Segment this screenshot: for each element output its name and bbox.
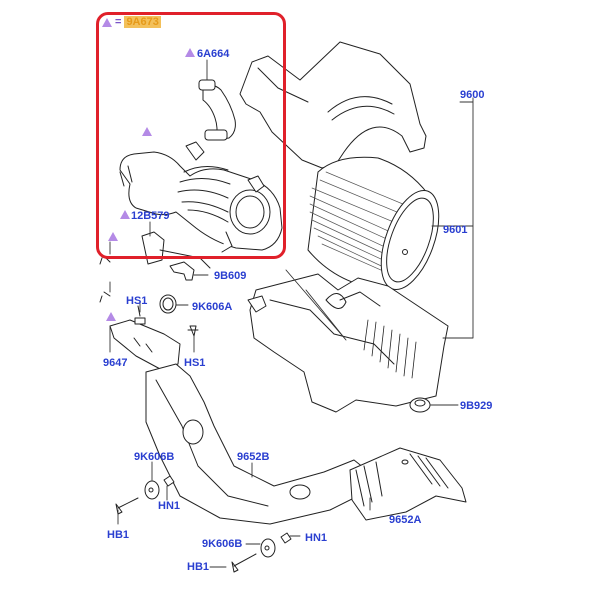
duct-9652B (145, 363, 371, 525)
callout-9652A[interactable]: 9652A (389, 514, 422, 526)
nut-HN1-b (280, 532, 292, 544)
air-cleaner-cover (239, 41, 427, 169)
nut-HN1-a (163, 475, 175, 487)
callout-HB1[interactable]: HB1 (107, 529, 130, 541)
purple-triangle-icon (108, 232, 118, 241)
duct-9652A (349, 447, 467, 521)
isolator-9K606B-b (260, 538, 276, 558)
intake-bellows-12B579 (119, 141, 283, 253)
callout-HS1[interactable]: HS1 (184, 357, 206, 369)
callout-HB1[interactable]: HB1 (187, 561, 210, 573)
callout-HN1[interactable]: HN1 (158, 500, 181, 512)
seal-9K606A (159, 294, 177, 314)
callout-9B609[interactable]: 9B609 (214, 270, 247, 282)
purple-triangle-icon (102, 17, 112, 27)
callout-12B579[interactable]: 12B579 (131, 210, 170, 222)
highlight-group-box (96, 12, 286, 259)
callout-9647[interactable]: 9647 (103, 357, 128, 369)
purple-triangle-icon (142, 127, 152, 136)
clip-9B609 (169, 261, 195, 281)
callout-9652B[interactable]: 9652B (237, 451, 270, 463)
grommet-9B929 (409, 397, 431, 413)
callout-9B929[interactable]: 9B929 (460, 400, 493, 412)
legend-equals: = (115, 16, 122, 28)
purple-triangle-icon (185, 48, 195, 57)
callout-9600[interactable]: 9600 (460, 89, 485, 101)
callout-9K606A[interactable]: 9K606A (192, 301, 233, 313)
callout-6A664[interactable]: 6A664 (197, 48, 230, 60)
purple-triangle-icon (120, 210, 130, 219)
air-filter-element (307, 156, 440, 291)
callout-HN1[interactable]: HN1 (305, 532, 328, 544)
callout-9K606B[interactable]: 9K606B (134, 451, 175, 463)
bolt-hs1-b (187, 325, 199, 337)
bolt-HB1-b (231, 553, 257, 573)
isolator-9K606B-a (144, 480, 160, 500)
callout-9601[interactable]: 9601 (443, 224, 468, 236)
air-cleaner-housing (247, 273, 449, 413)
bolt-HB1-a (115, 497, 139, 515)
hose-6A664 (198, 79, 236, 141)
highlight-legend: = 9A673 (102, 16, 161, 28)
leader-lines (109, 59, 474, 568)
bolt-hs1-a (134, 305, 146, 325)
bracket (99, 231, 211, 303)
callout-9K606B[interactable]: 9K606B (202, 538, 243, 550)
callout-HS1[interactable]: HS1 (126, 295, 148, 307)
purple-triangle-icon (106, 312, 116, 321)
bracket-9647 (109, 319, 181, 371)
legend-part-code: 9A673 (124, 16, 161, 28)
